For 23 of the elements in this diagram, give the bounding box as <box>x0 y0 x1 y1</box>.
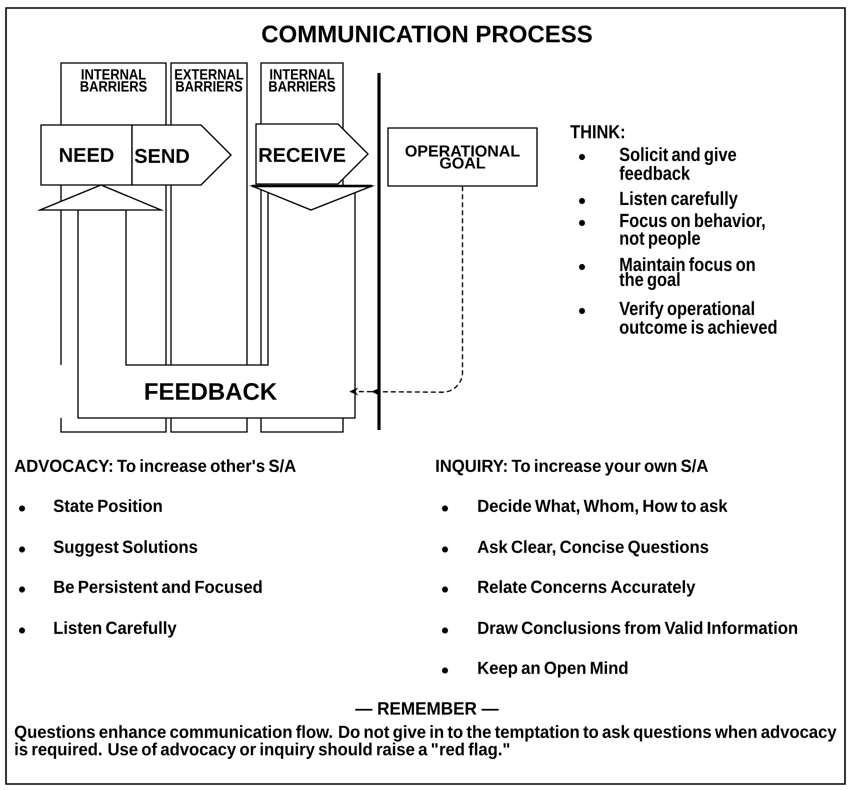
arrow-box: SEND <box>131 124 232 186</box>
bullet-item: Ask Clear, Concise Questions <box>478 540 708 556</box>
bullet-item: Relate Concerns Accurately <box>478 580 696 597</box>
bullet-item: Maintain focus on the goal <box>619 257 755 290</box>
bullet-item: State Position <box>54 499 162 512</box>
bullet-item: Suggest Solutions <box>54 540 198 557</box>
title: COMMUNICATION PROCESS <box>262 26 592 42</box>
heading: ADVOCACY: To increase other's S/A <box>14 459 296 472</box>
bullet-item: Solicit and give feedback <box>619 147 736 180</box>
bullet-item: Verify operational outcome is achieved <box>619 301 776 334</box>
bullet-item: Listen Carefully <box>54 621 177 638</box>
bullet-item: Focus on behavior, not people <box>620 213 765 249</box>
heading: INQUIRY: To increase your own S/A <box>436 459 708 476</box>
goal-box: OPERATIONAL GOAL <box>387 127 538 187</box>
bullet-item: Draw Conclusions from Valid Information <box>478 621 798 634</box>
bullet-item: Decide What, Whom, How to ask <box>478 499 728 515</box>
process-box: NEED <box>40 124 133 186</box>
heading: — REMEMBER — <box>355 702 499 715</box>
bullet-item: Keep an Open Mind <box>478 661 628 678</box>
bullet-item: Listen carefully <box>620 191 738 209</box>
bullet-item: Be Persistent and Focused <box>54 580 262 594</box>
note-paragraph: Questions enhance communication flow. Do not give in to the temptation to ask questions when advocacy is required. Use of advocacy or inquiry should raise a "red flag." <box>14 725 836 759</box>
heading: THINK: <box>570 125 624 138</box>
